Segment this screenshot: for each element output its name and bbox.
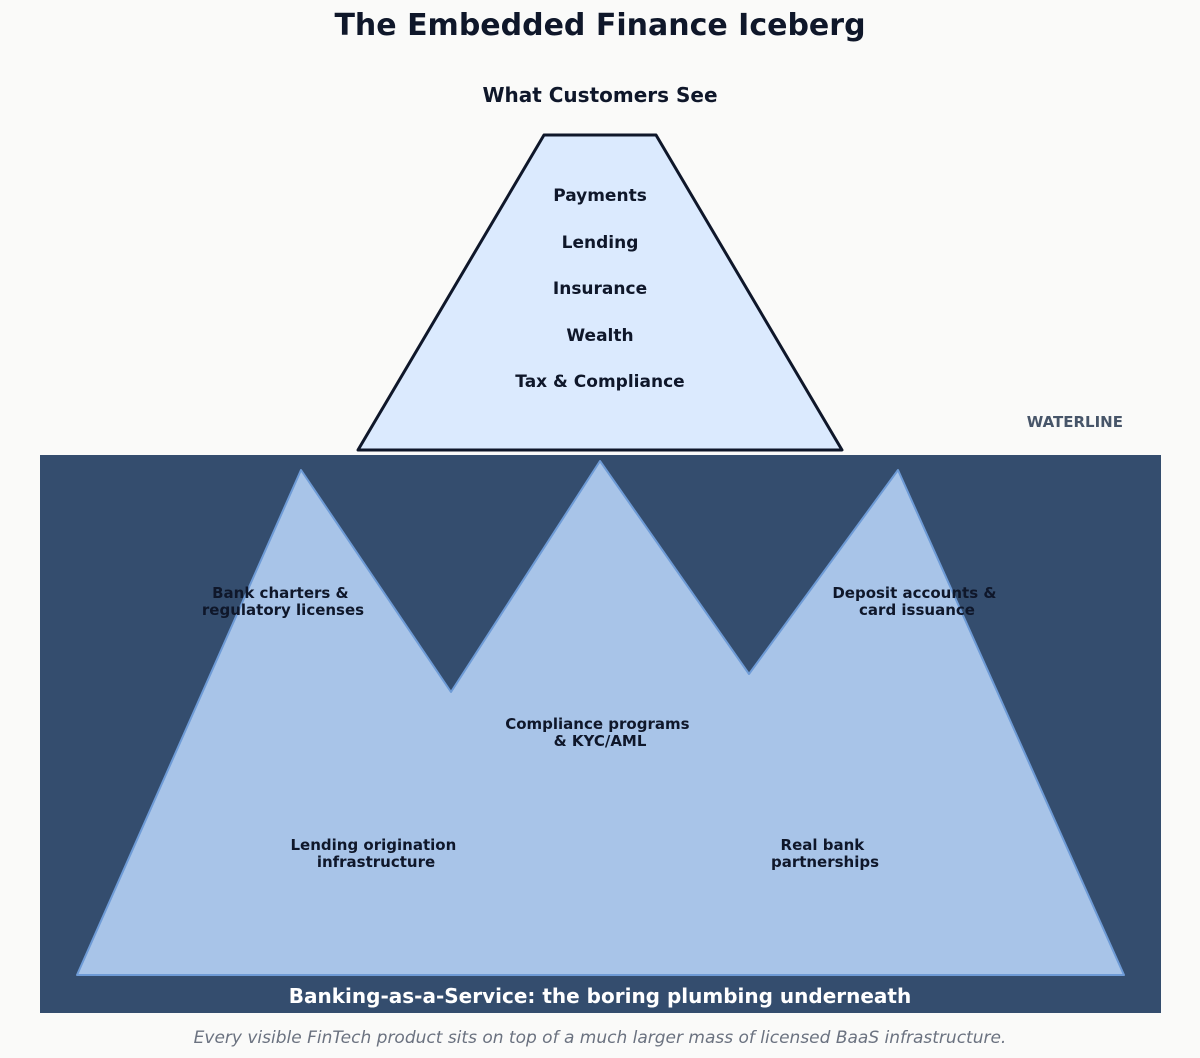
label-bank-charters: Bank charters & regulatory licenses [202, 584, 364, 619]
diagram-title: The Embedded Finance Iceberg [334, 8, 865, 43]
label-bank-partnerships: Real bank partnerships [771, 836, 879, 871]
label-compliance-programs: Compliance programs & KYC/AML [505, 715, 695, 750]
label-deposit-accounts: Deposit accounts & card issuance [832, 584, 1001, 619]
baas-base-label: Banking-as-a-Service: the boring plumbin… [289, 984, 911, 1008]
tip-item-lending: Lending [562, 233, 639, 253]
tip-item-tax-compliance: Tax & Compliance [515, 372, 684, 392]
label-lending-origination: Lending origination infrastructure [291, 836, 462, 871]
above-water-heading: What Customers See [482, 83, 717, 107]
tip-item-wealth: Wealth [566, 326, 633, 346]
tip-item-insurance: Insurance [553, 279, 647, 299]
tip-item-payments: Payments [553, 186, 647, 206]
caption: Every visible FinTech product sits on to… [194, 1028, 1007, 1048]
waterline-label: WATERLINE [1027, 413, 1123, 431]
submerged-mass [76, 460, 1125, 976]
iceberg-tip [356, 133, 844, 452]
